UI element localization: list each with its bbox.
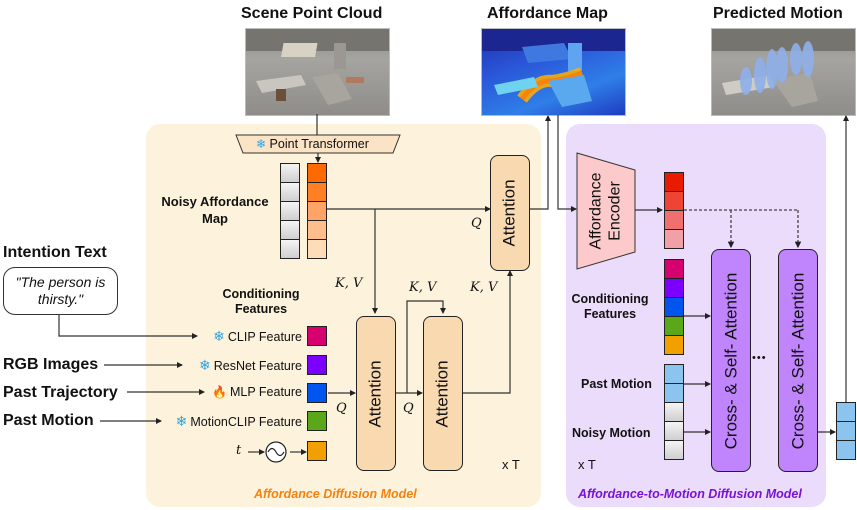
q-label-2: Q [403, 401, 414, 416]
conditioning-features-text: Conditioning Features [571, 292, 649, 321]
feature-label: ❄ResNet Feature [199, 357, 302, 374]
affordance-cell [307, 201, 327, 221]
cross-self-attention-label: Cross- & Self- Attention [788, 272, 807, 449]
noisy-motion-label: Noisy Motion [572, 426, 651, 440]
conditioning-cell [664, 297, 684, 317]
past-motion-cell [664, 364, 684, 384]
kv-label-3: K, V [470, 280, 498, 295]
noisy-cell [280, 239, 300, 259]
kv-label-2: K, V [409, 280, 437, 295]
snowflake-icon: ❄ [256, 137, 267, 151]
repeat-label-left: x T [502, 457, 520, 472]
affordance-map-title: Affordance Map [487, 5, 608, 22]
encoder-cell [664, 172, 684, 192]
affordance-diffusion-panel [146, 124, 541, 507]
encoder-cell [664, 210, 684, 230]
noisy-motion-cell [664, 421, 684, 441]
cross-self-attention-block-1: Cross- & Self- Attention [711, 249, 751, 472]
noisy-cell [280, 201, 300, 221]
attention-block-1: Attention [356, 316, 396, 471]
feature-label-text: MotionCLIP Feature [190, 415, 302, 429]
past-trajectory-input: Past Trajectory [3, 384, 118, 401]
feature-square [307, 383, 327, 403]
noisy-cell [280, 163, 300, 183]
output-motion-cell [836, 421, 856, 441]
affordance-cell [307, 182, 327, 202]
noisy-cell [280, 182, 300, 202]
attention-block-top: Attention [490, 155, 530, 271]
feature-label-text: CLIP Feature [227, 330, 302, 344]
rgb-images-input: RGB Images [3, 356, 99, 373]
snowflake-icon: ❄ [199, 357, 211, 373]
affordance-encoder-label: Affordance Encoder [588, 172, 624, 250]
predicted-motion-title: Predicted Motion [713, 5, 843, 22]
attention-label: Attention [433, 359, 453, 428]
feature-square [307, 355, 327, 375]
point-transformer-label-wrap: ❄ Point Transformer [256, 137, 369, 151]
intention-text-title: Intention Text [3, 244, 107, 261]
repeat-label-right: x T [578, 457, 596, 472]
conditioning-cell [664, 259, 684, 279]
attention-label: Attention [366, 359, 386, 428]
snowflake-icon: ❄ [213, 328, 225, 344]
conditioning-cell [664, 278, 684, 298]
affordance-encoder-block [576, 152, 636, 270]
feature-label: ❄CLIP Feature [213, 328, 302, 345]
past-motion-cell [664, 383, 684, 403]
point-transformer-label: Point Transformer [269, 137, 369, 151]
feature-label: 🔥MLP Feature [212, 385, 302, 399]
feature-label: ❄MotionCLIP Feature [176, 413, 302, 430]
noisy-cell [280, 220, 300, 240]
feature-label-text: ResNet Feature [213, 359, 302, 373]
q-label-1: Q [336, 401, 347, 416]
predicted-motion-image [711, 28, 856, 116]
scene-point-cloud-title: Scene Point Cloud [241, 5, 383, 22]
noisy-affordance-map-text: Noisy Affordance Map [161, 194, 269, 226]
attention-label: Attention [500, 179, 520, 247]
conditioning-cell [664, 335, 684, 355]
affordance-cell [307, 220, 327, 240]
encoder-cell [664, 229, 684, 249]
affordance-to-motion-caption: Affordance-to-Motion Diffusion Model [578, 487, 802, 501]
output-motion-cell [836, 440, 856, 460]
time-symbol: t [236, 443, 242, 458]
feature-square [307, 441, 327, 461]
cross-self-attention-label: Cross- & Self- Attention [721, 272, 740, 449]
sine-wave-icon [265, 441, 287, 463]
output-motion-cell [836, 402, 856, 422]
past-motion-input: Past Motion [3, 412, 94, 429]
conditioning-features-label-right: Conditioning Features [570, 292, 650, 322]
affordance-diffusion-caption: Affordance Diffusion Model [254, 487, 417, 501]
conditioning-cell [664, 316, 684, 336]
noisy-motion-cell [664, 440, 684, 460]
flame-icon: 🔥 [212, 385, 227, 399]
past-motion-label: Past Motion [581, 377, 652, 391]
point-transformer-block [235, 134, 401, 154]
q-label-top: Q [471, 216, 482, 231]
feature-square [307, 326, 327, 346]
conditioning-features-label-left: Conditioning Features [211, 287, 311, 317]
kv-label-1: K, V [335, 276, 363, 291]
affordance-cell [307, 239, 327, 259]
affordance-encoder-label-wrap: Affordance Encoder [576, 152, 636, 270]
affordance-map-image [481, 28, 626, 116]
feature-label-text: MLP Feature [229, 385, 302, 399]
feature-square [307, 411, 327, 431]
encoder-cell [664, 191, 684, 211]
intention-text-box: "The person is thirsty." [3, 267, 118, 315]
scene-point-cloud-image [245, 28, 390, 116]
cross-self-attention-block-2: Cross- & Self- Attention [778, 249, 818, 472]
snowflake-icon: ❄ [175, 413, 188, 429]
intention-quote: "The person is thirsty." [15, 274, 106, 307]
attention-block-2: Attention [423, 316, 463, 471]
affordance-cell [307, 163, 327, 183]
ellipsis: ••• [752, 352, 767, 364]
noisy-affordance-map-label: Noisy Affordance Map [160, 193, 270, 227]
noisy-motion-cell [664, 402, 684, 422]
conditioning-features-text: Conditioning Features [222, 287, 300, 316]
